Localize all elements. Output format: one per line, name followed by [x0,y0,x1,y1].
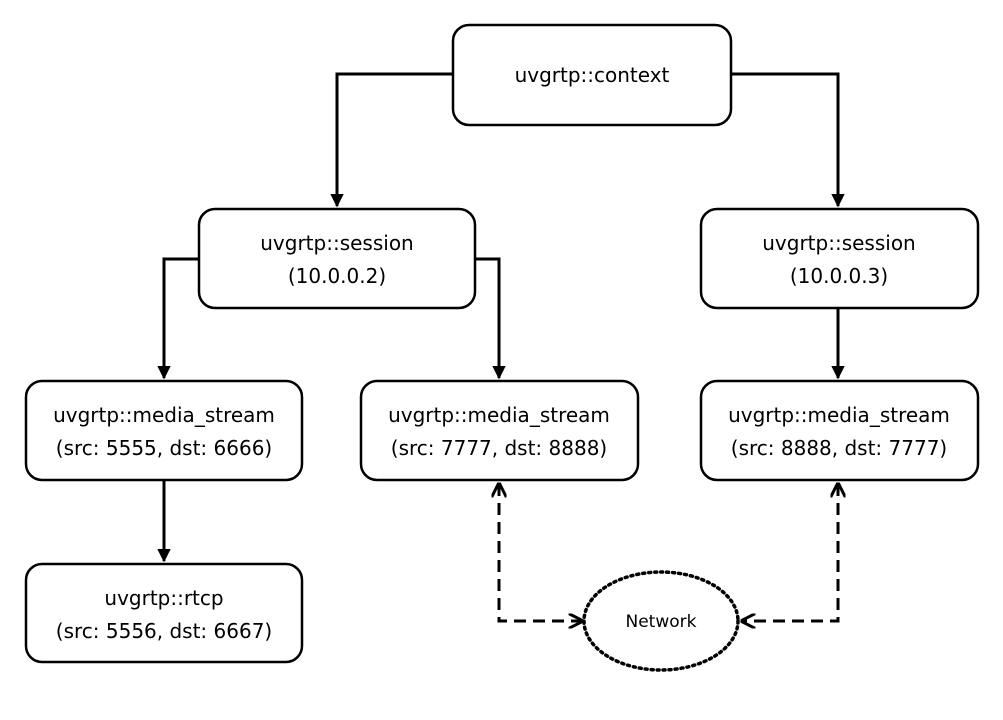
node-media-stream-b1-ports: (src: 8888, dst: 7777) [731,436,947,460]
node-media-stream-a2: uvgrtp::media_stream (src: 7777, dst: 88… [359,379,640,482]
node-context: uvgrtp::context [451,23,733,127]
edge-context-to-session-a [330,72,453,208]
node-rtcp-ports: (src: 5556, dst: 6667) [56,619,272,643]
edge-stream-b1-network-dashed [742,484,838,621]
connectors [157,72,845,621]
node-session-b-ip: (10.0.0.3) [790,264,888,288]
node-rtcp: uvgrtp::rtcp (src: 5556, dst: 6667) [24,562,304,664]
node-media-stream-a1-title: uvgrtp::media_stream [53,403,275,427]
node-session-a: uvgrtp::session (10.0.0.2) [197,207,477,310]
edge-session-a-to-stream-a1 [157,257,199,380]
node-media-stream-a2-title: uvgrtp::media_stream [388,403,610,427]
edge-context-to-session-b [731,72,845,208]
node-session-a-title: uvgrtp::session [260,231,413,255]
node-session-b-title: uvgrtp::session [762,231,915,255]
node-session-b: uvgrtp::session (10.0.0.3) [699,207,980,310]
node-media-stream-a1-ports: (src: 5555, dst: 6666) [56,436,272,460]
node-context-label: uvgrtp::context [515,63,670,87]
edge-stream-a2-network-dashed [499,484,582,621]
node-network-label: Network [626,612,697,632]
node-rtcp-title: uvgrtp::rtcp [104,586,223,610]
node-network: Network [582,570,740,672]
node-media-stream-a1: uvgrtp::media_stream (src: 5555, dst: 66… [24,379,304,482]
node-media-stream-a2-ports: (src: 7777, dst: 8888) [391,436,607,460]
node-media-stream-b1-title: uvgrtp::media_stream [728,403,950,427]
edge-session-a-to-stream-a2 [475,257,506,380]
node-session-a-ip: (10.0.0.2) [288,264,386,288]
node-media-stream-b1: uvgrtp::media_stream (src: 8888, dst: 77… [699,379,980,482]
